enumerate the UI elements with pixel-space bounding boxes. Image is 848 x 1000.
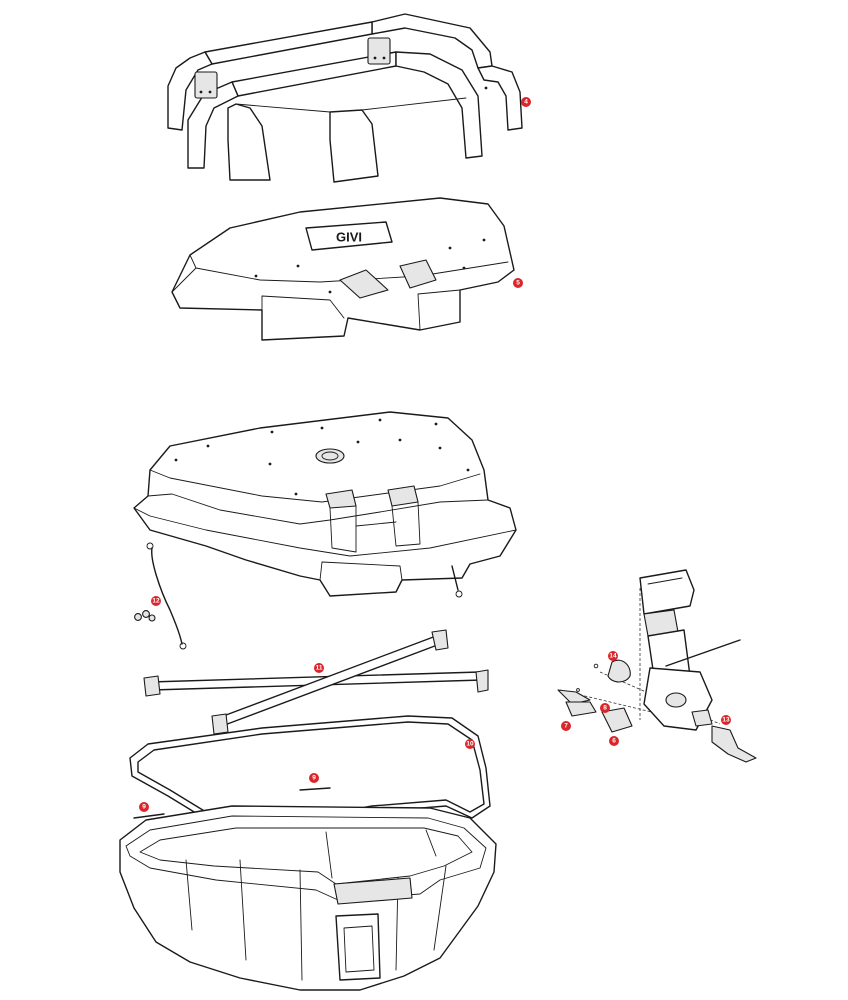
part-11-cross-bars <box>143 629 489 735</box>
callout-label: 4 <box>524 99 528 106</box>
callout-label: 5 <box>516 280 520 287</box>
part-5-lid-cover: GIVI <box>171 197 515 341</box>
callout-7: 7 <box>561 721 571 731</box>
callout-label: 12 <box>152 598 160 605</box>
callout-11: 11 <box>314 663 324 673</box>
lock-assembly <box>557 569 757 763</box>
callout-5: 5 <box>513 278 523 288</box>
part-12-cable-and-nuts <box>134 542 463 650</box>
lid-mounting-holes <box>174 418 470 496</box>
callout-9a: 9 <box>309 773 319 783</box>
callout-label: 9 <box>142 804 146 811</box>
callout-label: 8 <box>603 705 607 712</box>
callout-label: 13 <box>722 717 730 724</box>
callout-label: 9 <box>312 775 316 782</box>
callout-14: 14 <box>608 651 618 661</box>
part-4-top-rack <box>167 13 523 183</box>
base-shell <box>119 805 497 991</box>
callout-label: 6 <box>612 738 616 745</box>
callout-label: 11 <box>316 665 323 672</box>
callout-10: 10 <box>465 739 475 749</box>
callout-8: 8 <box>600 703 610 713</box>
part-9-pins <box>133 787 331 819</box>
callout-13: 13 <box>721 715 731 725</box>
callout-label: 14 <box>609 653 617 660</box>
callout-9b: 9 <box>139 802 149 812</box>
callout-6: 6 <box>609 736 619 746</box>
logo-text: GIVI <box>336 230 362 245</box>
lid-shell <box>133 411 517 597</box>
callout-12: 12 <box>151 596 161 606</box>
callout-label: 10 <box>466 741 474 748</box>
callout-label: 7 <box>564 723 568 730</box>
callout-4: 4 <box>521 97 531 107</box>
givi-logo-badge: GIVI <box>305 221 393 251</box>
